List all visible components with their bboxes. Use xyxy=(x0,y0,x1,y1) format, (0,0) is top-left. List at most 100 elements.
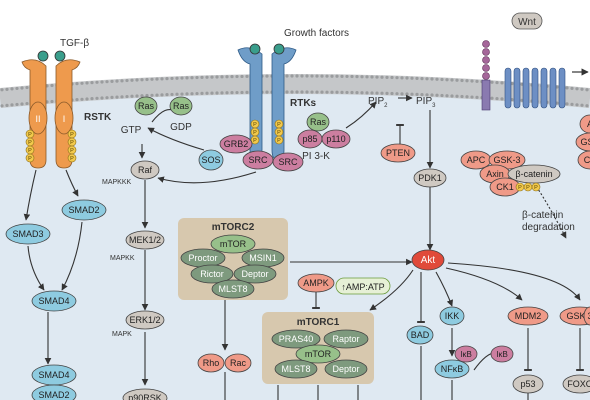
amp-atp-shape xyxy=(335,277,391,295)
lipid-head xyxy=(430,93,434,97)
bad-node: BAD xyxy=(406,325,434,345)
lipid-head xyxy=(180,76,184,80)
lipid-head xyxy=(315,74,319,78)
rstk-type-i xyxy=(54,101,74,135)
lipid-head xyxy=(110,95,114,99)
pip2-label: PIP2 xyxy=(368,96,388,109)
lipid-head xyxy=(200,91,204,95)
lipid-head xyxy=(95,80,99,84)
ras-node-1-label: Ras xyxy=(138,101,155,111)
deptor-node-mtorc2: Deptor xyxy=(233,264,277,284)
lipid-head xyxy=(175,92,179,96)
ikb-node-1-shape xyxy=(454,345,478,363)
pten-node-label: PTEN xyxy=(386,148,410,158)
ikb-node-2-shape xyxy=(490,345,514,363)
mek-node-shape xyxy=(125,230,165,250)
lipid-head xyxy=(225,91,229,95)
frizzled-helix xyxy=(522,67,530,109)
lipid-head xyxy=(265,90,269,94)
lipid-head xyxy=(185,92,189,96)
lipid-head xyxy=(165,93,169,97)
phosphate-icon xyxy=(250,135,260,145)
lipid-head xyxy=(300,90,304,94)
degradation-label-line1: β-catenin xyxy=(522,210,563,221)
p53-node: p53 xyxy=(512,374,544,394)
lipid-head xyxy=(410,76,414,80)
lipid-head xyxy=(415,92,419,96)
lipid-head xyxy=(380,91,384,95)
pten-node: PTEN xyxy=(380,143,416,163)
ikb-node-2-label: IκB xyxy=(496,350,508,359)
pras40-node-label: PRAS40 xyxy=(279,334,314,344)
lipid-head xyxy=(565,102,569,106)
frizzled-helix xyxy=(540,67,548,109)
offscreen-node-gsk-shape xyxy=(575,132,590,152)
p90rsk-node: p90RSK xyxy=(122,388,168,400)
nfkb-node-shape xyxy=(434,359,470,379)
smad3-node-label: SMAD3 xyxy=(12,229,43,239)
mdm2-node-label: MDM2 xyxy=(515,311,542,321)
p110-node: p110 xyxy=(321,129,351,149)
lipid-head xyxy=(130,94,134,98)
lipid-head xyxy=(575,103,579,107)
akt-node-label: Akt xyxy=(421,255,436,266)
nfkb-node-label: NFκB xyxy=(441,364,464,374)
ikk-node: IKK xyxy=(439,306,465,326)
lipid-head xyxy=(155,77,159,81)
lipid-head xyxy=(350,74,354,79)
pras40-node: PRAS40 xyxy=(271,329,321,349)
rstk-type-ii xyxy=(28,101,48,135)
lipid-head xyxy=(50,83,54,88)
lipid-head xyxy=(330,74,334,78)
lipid-head xyxy=(425,93,429,97)
raf-node-shape xyxy=(130,160,160,180)
phosphate-label: P xyxy=(70,148,74,154)
lipid-head xyxy=(105,96,109,100)
lipid-head xyxy=(150,93,154,97)
ikb-node-1-label: IκB xyxy=(460,350,472,359)
lipid-head xyxy=(415,76,419,80)
tgf-ligand-dot xyxy=(37,50,49,62)
lipid-head xyxy=(20,102,24,106)
lipid-head xyxy=(450,94,454,98)
gdp-label: GDP xyxy=(170,122,192,133)
mlst8-node-mtorc2-shape xyxy=(211,279,255,299)
phosphate-label: P xyxy=(277,138,281,144)
frizzled-helix xyxy=(558,67,566,109)
lrp-bead xyxy=(482,48,490,56)
pras40-node-shape xyxy=(271,329,321,349)
frizzled-helix xyxy=(504,67,512,109)
src-node-1-label: SRC xyxy=(248,155,268,165)
foxo-node: FOXO xyxy=(562,374,590,394)
growth-factor-dot xyxy=(273,43,285,55)
lipid-head xyxy=(180,92,184,96)
bad-node-label: BAD xyxy=(411,330,430,340)
lipid-head xyxy=(495,80,499,85)
proctor-node: Proctor xyxy=(180,248,226,268)
lipid-head xyxy=(10,103,14,107)
lrp-bead xyxy=(482,40,490,48)
lipid-head xyxy=(455,78,459,82)
offscreen-node-ck-shape xyxy=(577,150,590,170)
lipid-head xyxy=(305,74,309,78)
pdk1-node-shape xyxy=(413,168,447,188)
lipid-head xyxy=(345,90,349,95)
lipid-head xyxy=(245,74,249,78)
lipid-head xyxy=(145,77,149,82)
p90rsk-node-shape xyxy=(122,388,168,400)
tgf-beta-label: TGF-β xyxy=(60,38,89,49)
lipid-head xyxy=(110,79,114,83)
foxo-node-label: FOXO xyxy=(567,379,590,389)
offscreen-node-ck: CK xyxy=(577,150,590,170)
amp-atp-node: ↑AMP:ATP xyxy=(335,277,391,295)
ikk-node-shape xyxy=(439,306,465,326)
lipid-head xyxy=(165,77,169,81)
frizzled-helix xyxy=(549,67,557,109)
lipid-head xyxy=(85,81,89,85)
rtks-label: RTKs xyxy=(290,98,317,109)
lipid-head xyxy=(20,86,24,90)
degradation-label-line2: degradation xyxy=(522,222,575,233)
